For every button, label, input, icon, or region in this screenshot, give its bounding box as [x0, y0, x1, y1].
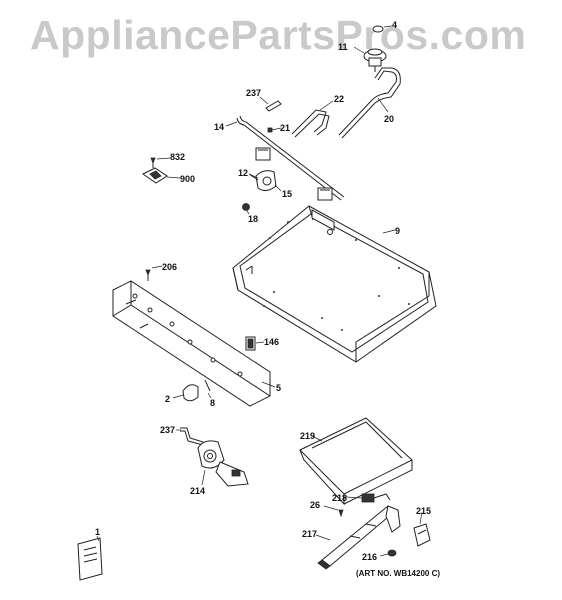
part-1-literature-packet[interactable] [77, 535, 103, 581]
callout-217: 217 [302, 529, 318, 539]
callout-900: 900 [180, 174, 196, 184]
part-214-regulator[interactable] [197, 440, 249, 487]
callout-20: 20 [384, 114, 395, 124]
part-26-screw[interactable] [323, 505, 344, 518]
callout-218: 218 [332, 493, 348, 503]
callout-12: 12 [238, 168, 249, 178]
callout-2: 2 [165, 394, 171, 404]
callout-14: 14 [214, 122, 225, 132]
part-215-bracket[interactable] [413, 511, 431, 547]
part-21-fitting[interactable] [267, 127, 282, 133]
art-number: (ART NO. WB14200 C) [356, 569, 441, 578]
part-237-orifice-lower[interactable] [176, 427, 204, 446]
callout-18: 18 [248, 214, 259, 224]
callout-237-top: 237 [246, 88, 262, 98]
part-18-nut[interactable] [242, 203, 250, 215]
callout-8: 8 [210, 398, 216, 408]
callout-9: 9 [395, 226, 401, 236]
callout-5: 5 [276, 383, 282, 393]
part-22-tube[interactable] [291, 100, 334, 138]
part-900-bracket[interactable] [142, 167, 181, 184]
part-832-screw[interactable] [150, 157, 171, 168]
callout-4: 4 [392, 20, 398, 30]
part-20-tube[interactable] [338, 67, 401, 139]
watermark-logo: AppliancePartsPros.com [30, 12, 527, 58]
callout-22: 22 [334, 94, 345, 104]
part-14-manifold-pipe[interactable] [225, 115, 345, 201]
callout-21: 21 [280, 123, 291, 133]
part-4-seal[interactable] [372, 25, 393, 33]
callout-219: 219 [300, 431, 316, 441]
callout-1: 1 [95, 527, 101, 537]
callout-216: 216 [362, 552, 378, 562]
callout-832: 832 [170, 152, 186, 162]
part-12-clip[interactable] [248, 173, 259, 181]
part-9-burner-box[interactable] [232, 205, 437, 363]
part-219-heat-shield[interactable] [299, 417, 413, 506]
callout-237-lower: 237 [160, 425, 176, 435]
part-217-burner-tube[interactable] [315, 505, 401, 570]
part-216-nut[interactable] [379, 549, 397, 557]
callout-146: 146 [264, 337, 280, 347]
part-206-screw[interactable] [145, 265, 163, 281]
callout-26: 26 [310, 500, 321, 510]
callout-214: 214 [190, 486, 206, 496]
callout-206: 206 [162, 262, 178, 272]
part-5-manifold-panel[interactable] [112, 280, 276, 407]
part-8-screw[interactable] [204, 379, 212, 399]
callout-15: 15 [282, 189, 293, 199]
callout-11: 11 [338, 42, 348, 52]
part-15-valve[interactable] [255, 170, 282, 192]
part-237-orifice-top[interactable] [259, 96, 282, 112]
part-146-clip[interactable] [245, 336, 265, 351]
callout-215: 215 [416, 506, 432, 516]
part-11-valve[interactable] [353, 46, 387, 72]
part-218-igniter[interactable] [345, 493, 391, 503]
part-2-knob[interactable] [172, 384, 199, 402]
